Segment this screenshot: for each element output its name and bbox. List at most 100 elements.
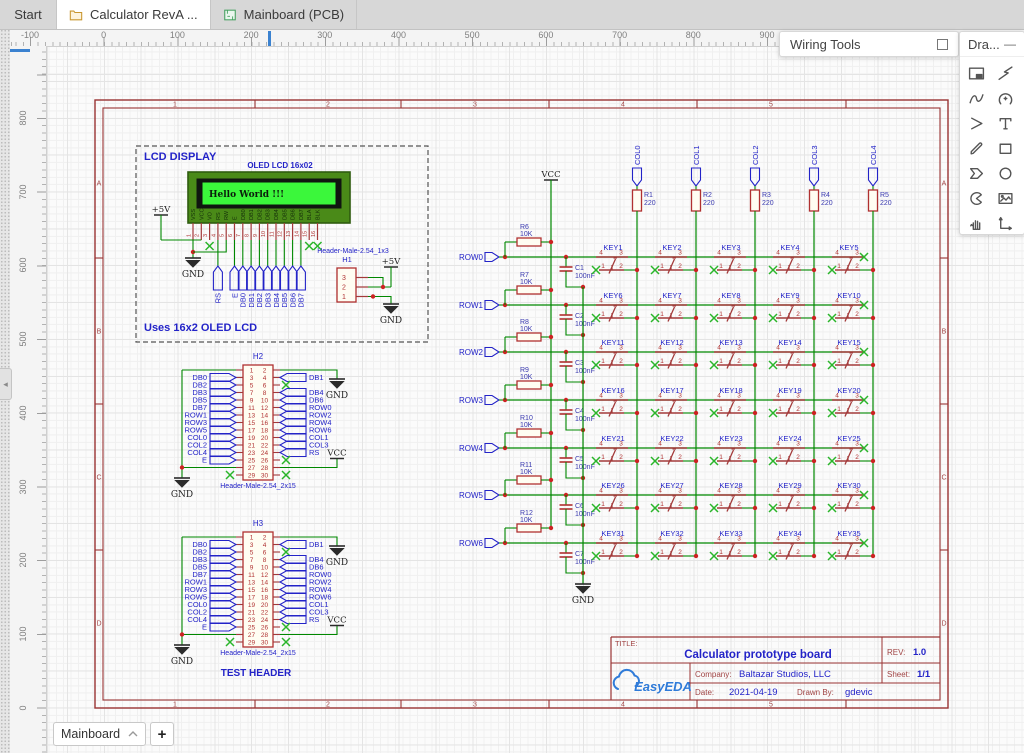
svg-text:KEY14: KEY14: [778, 338, 801, 347]
svg-text:25: 25: [248, 458, 256, 465]
left-panel-collapse-handle[interactable]: ◂: [0, 368, 12, 400]
sheet-selector[interactable]: Mainboard: [53, 722, 146, 746]
svg-text:ROW5: ROW5: [459, 491, 484, 500]
svg-text:18: 18: [261, 428, 269, 435]
tab-mainboard-pcb[interactable]: Mainboard (PCB): [211, 0, 358, 29]
wire-tool-icon[interactable]: [992, 62, 1018, 85]
svg-text:13: 13: [248, 413, 256, 420]
svg-text:COL2: COL2: [187, 441, 207, 450]
svg-text:2: 2: [326, 701, 330, 708]
svg-text:3: 3: [619, 488, 623, 495]
svg-text:ROW3: ROW3: [185, 418, 208, 427]
text-tool-icon[interactable]: [992, 112, 1018, 135]
svg-text:20: 20: [261, 435, 269, 442]
svg-text:28: 28: [261, 465, 269, 472]
svg-text:3: 3: [619, 298, 623, 305]
wiring-tools-titlebar[interactable]: Wiring Tools: [780, 32, 958, 56]
svg-text:4: 4: [717, 298, 721, 305]
svg-text:KEY26: KEY26: [601, 481, 624, 490]
pie-tool-icon[interactable]: [963, 187, 989, 210]
svg-text:R6: R6: [520, 224, 529, 231]
svg-text:4: 4: [717, 393, 721, 400]
polyline-tool-icon[interactable]: [992, 212, 1018, 235]
svg-text:3: 3: [737, 441, 741, 448]
svg-text:220: 220: [703, 200, 715, 207]
svg-text:4: 4: [717, 488, 721, 495]
svg-text:3: 3: [737, 345, 741, 352]
svg-text:1: 1: [837, 406, 841, 413]
ellipse-tool-icon[interactable]: [992, 162, 1018, 185]
svg-text:2: 2: [796, 406, 800, 413]
svg-text:26: 26: [261, 458, 269, 465]
svg-text:KEY11: KEY11: [602, 338, 625, 347]
svg-text:2: 2: [855, 311, 859, 318]
svg-text:KEY2: KEY2: [662, 243, 681, 252]
svg-text:20: 20: [261, 602, 269, 609]
bezier-tool-icon[interactable]: [963, 87, 989, 110]
minimize-icon[interactable]: —: [1004, 37, 1016, 51]
svg-text:COL4: COL4: [869, 145, 878, 165]
svg-text:1: 1: [660, 263, 664, 270]
polygon-tool-icon[interactable]: [963, 162, 989, 185]
svg-text:2: 2: [678, 454, 682, 461]
svg-text:17: 17: [248, 428, 256, 435]
svg-text:RS: RS: [216, 212, 222, 220]
svg-text:KEY15: KEY15: [837, 338, 860, 347]
svg-text:KEY34: KEY34: [778, 529, 801, 538]
svg-text:4: 4: [717, 536, 721, 543]
svg-text:16: 16: [311, 231, 317, 237]
canvas-attributes-tool-icon[interactable]: [963, 62, 989, 85]
svg-text:2: 2: [263, 535, 267, 542]
svg-text:1: 1: [837, 501, 841, 508]
svg-text:ROW1: ROW1: [185, 578, 208, 587]
add-sheet-button[interactable]: +: [150, 722, 174, 746]
svg-text:4: 4: [658, 345, 662, 352]
svg-text:10K: 10K: [520, 517, 533, 524]
rectangle-tool-icon[interactable]: [992, 137, 1018, 160]
svg-text:7: 7: [250, 390, 254, 397]
svg-text:4: 4: [835, 250, 839, 257]
key-matrix[interactable]: VCCCOL0R1220COL1R2220COL2R3220COL3R4220C…: [459, 145, 892, 606]
tab-label: Calculator RevA ...: [90, 7, 198, 22]
svg-text:1: 1: [719, 549, 723, 556]
svg-text:4: 4: [263, 542, 267, 549]
svg-text:ROW4: ROW4: [309, 418, 332, 427]
svg-text:C1: C1: [575, 265, 584, 272]
svg-text:3: 3: [678, 298, 682, 305]
svg-text:KEY1: KEY1: [603, 243, 622, 252]
drag-tool-icon[interactable]: [963, 212, 989, 235]
arrow-tool-icon[interactable]: [963, 112, 989, 135]
svg-text:1: 1: [250, 535, 254, 542]
drawing-tools-titlebar[interactable]: Dra... —: [960, 32, 1024, 57]
svg-text:26: 26: [261, 625, 269, 632]
svg-text:Calculator prototype board: Calculator prototype board: [684, 649, 832, 661]
svg-text:KEY20: KEY20: [837, 386, 860, 395]
restore-icon[interactable]: [937, 38, 948, 50]
arc-tool-icon[interactable]: [992, 87, 1018, 110]
svg-text:1: 1: [837, 358, 841, 365]
svg-text:17: 17: [248, 595, 256, 602]
tab-calculator-schematic[interactable]: Calculator RevA ...: [57, 0, 211, 29]
svg-text:19: 19: [248, 435, 256, 442]
svg-text:2: 2: [619, 454, 623, 461]
pencil-tool-icon[interactable]: [963, 137, 989, 160]
svg-text:1: 1: [719, 501, 723, 508]
svg-text:16: 16: [261, 420, 269, 427]
svg-text:4: 4: [658, 393, 662, 400]
svg-text:1: 1: [173, 101, 177, 108]
image-tool-icon[interactable]: [992, 187, 1018, 210]
svg-text:27: 27: [248, 465, 256, 472]
svg-text:1: 1: [660, 501, 664, 508]
svg-text:100nF: 100nF: [575, 321, 595, 328]
tab-start[interactable]: Start: [0, 0, 57, 29]
svg-text:EasyEDA: EasyEDA: [634, 679, 692, 694]
svg-text:VCC: VCC: [540, 170, 560, 180]
